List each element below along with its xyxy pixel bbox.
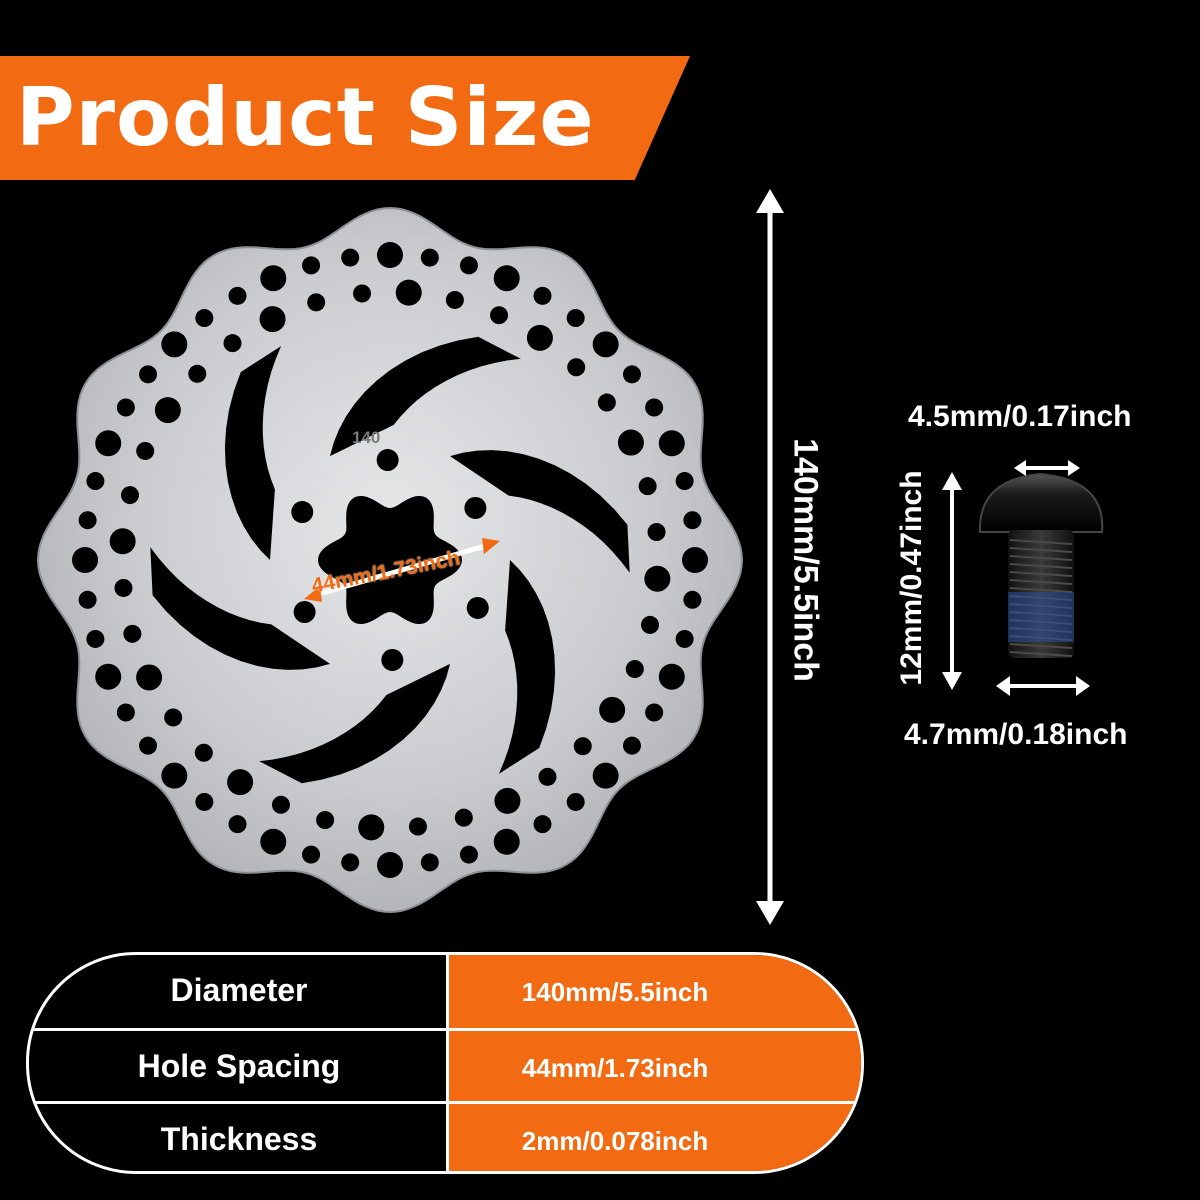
spec-row-diameter: Diameter 140mm/5.5inch — [29, 955, 861, 1025]
spec-value: 44mm/1.73inch — [521, 1053, 709, 1083]
diameter-arrow — [756, 189, 784, 925]
screw-head-width-label: 4.5mm/0.17inch — [908, 400, 1132, 433]
spec-label: Hole Spacing — [137, 1048, 341, 1084]
spec-column-divider — [446, 955, 449, 1171]
hole-spacing-arrow — [304, 538, 500, 602]
diameter-label: 140mm/5.5inch — [786, 438, 825, 682]
rotor-size-tag: 140 — [352, 428, 381, 447]
spec-value: 2mm/0.078inch — [521, 1126, 709, 1156]
spec-row-thickness: Thickness 2mm/0.078inch — [29, 1101, 861, 1171]
screw-length-label: 12mm/0.47inch — [895, 470, 928, 686]
screw-thread-width-label: 4.7mm/0.18inch — [904, 718, 1128, 751]
title-banner — [0, 56, 690, 180]
brake-rotor-image — [30, 190, 750, 930]
mounting-screw-image — [942, 460, 1104, 696]
spec-value-column — [449, 955, 861, 1171]
spec-table: Diameter 140mm/5.5inch Hole Spacing 44mm… — [26, 952, 864, 1174]
spec-value: 140mm/5.5inch — [521, 977, 709, 1007]
page-title: Product Size — [16, 71, 595, 164]
spec-label: Thickness — [160, 1121, 318, 1157]
spec-label: Diameter — [170, 972, 308, 1008]
spec-row-hole-spacing: Hole Spacing 44mm/1.73inch — [29, 1028, 861, 1101]
